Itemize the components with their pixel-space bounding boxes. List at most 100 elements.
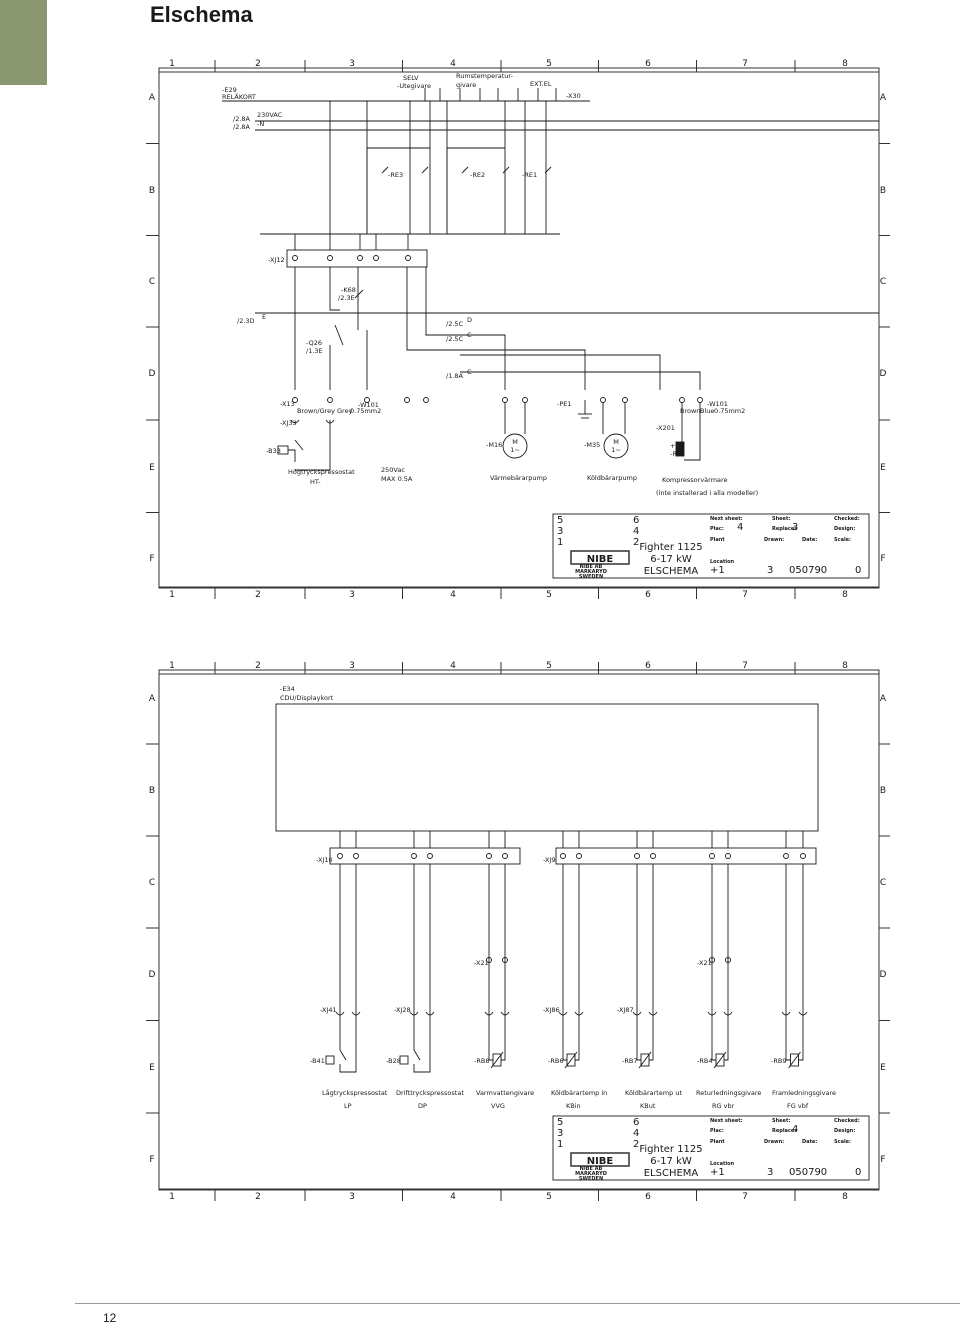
location-label: Location — [710, 559, 734, 565]
column-label: 2 — [255, 59, 261, 69]
schematic-label: SELV — [403, 74, 419, 82]
schematic-label: Köldbärartemp ut — [625, 1089, 682, 1097]
wire — [724, 1050, 729, 1061]
schematic-label: -RE2 — [470, 171, 485, 179]
connector — [781, 1011, 791, 1016]
schematic-label: Varmvattengivare — [476, 1089, 534, 1097]
pressostat-contact — [294, 439, 304, 451]
schematic-label: Brown — [680, 407, 700, 415]
location-value: +1 — [710, 565, 725, 576]
column-label: 3 — [349, 661, 355, 671]
row-label: B — [149, 786, 155, 796]
page-number: 12 — [103, 1311, 117, 1325]
plant-label: Plant — [710, 537, 725, 543]
scale-label: Scale: — [834, 537, 851, 543]
next-sheet-value: 4 — [737, 522, 743, 533]
sheet-number: 3 — [767, 1167, 773, 1178]
product-line: Fighter 1125 — [639, 542, 702, 553]
terminal — [800, 853, 806, 859]
drawn-label: Drawn: — [764, 1139, 784, 1145]
product-line: ELSCHEMA — [644, 1168, 699, 1179]
revision-cell: 1 — [557, 537, 563, 548]
schematic-label: -XJ28 — [394, 1006, 411, 1014]
revision-cell: 2 — [633, 537, 639, 548]
terminal — [292, 255, 298, 261]
schematic-label: C — [467, 368, 472, 376]
connector — [500, 1011, 510, 1016]
connector — [425, 1011, 435, 1016]
connector — [335, 1011, 345, 1016]
temperature-sensor — [566, 1053, 576, 1067]
column-label: 4 — [450, 1192, 456, 1202]
column-label: 6 — [645, 661, 651, 671]
row-label: D — [149, 970, 156, 980]
row-label: C — [880, 277, 886, 287]
column-label: 1 — [169, 1192, 175, 1202]
schematic-label: -B41 — [310, 1057, 325, 1065]
wire — [798, 1050, 804, 1061]
replaces-label: Replaces — [772, 526, 797, 532]
column-label: 2 — [255, 1192, 261, 1202]
schematic-label: -Q26 — [306, 339, 322, 347]
schematic-label: -XJ86 — [543, 1006, 560, 1014]
wire — [339, 1050, 357, 1073]
schematic-label: (inte installerad i alla modeller) — [656, 489, 758, 497]
date-label: Date: — [802, 1139, 817, 1145]
wire — [562, 1050, 567, 1061]
schematic-label: Rumstemperatur- — [456, 72, 514, 80]
product-line: ELSCHEMA — [644, 566, 699, 577]
column-label: 2 — [255, 661, 261, 671]
row-label: E — [880, 463, 886, 473]
heater-r2 — [675, 441, 685, 457]
pressostat-b28 — [399, 1055, 409, 1065]
schematic-label: -X30 — [566, 92, 581, 100]
schematic-label: RG vbr — [712, 1102, 735, 1110]
company-name: SWEDEN — [579, 1176, 603, 1182]
checked-label: Checked: — [834, 1118, 860, 1124]
connector — [707, 1011, 717, 1016]
row-label: C — [880, 878, 886, 888]
connector — [558, 1011, 568, 1016]
schematic-label: -M35 — [584, 441, 600, 449]
row-label: A — [880, 93, 887, 103]
sensor-arrow — [638, 1051, 652, 1069]
column-label: 7 — [742, 59, 748, 69]
temperature-sensor — [715, 1053, 725, 1067]
column-label: 3 — [349, 1192, 355, 1202]
terminal — [709, 853, 715, 859]
schematic-label: -B28 — [386, 1057, 401, 1065]
terminal — [486, 957, 492, 963]
schematic-label: givare — [456, 81, 476, 89]
row-label: C — [149, 277, 155, 287]
column-label: 4 — [450, 59, 456, 69]
wire — [501, 1050, 506, 1061]
row-label: E — [149, 463, 155, 473]
terminal — [679, 397, 685, 403]
connector — [798, 1011, 808, 1016]
terminal-strip-xj12 — [286, 249, 428, 268]
terminal — [725, 853, 731, 859]
column-label: 2 — [255, 590, 261, 600]
row-label: B — [880, 786, 886, 796]
revision-cell: 6 — [633, 515, 639, 526]
terminal — [697, 397, 703, 403]
terminal — [634, 853, 640, 859]
sensor-arrow — [713, 1051, 727, 1069]
schematic-label: Kompressorvärmare — [662, 476, 728, 484]
design-label: Design: — [834, 1128, 855, 1134]
schematic-label: -R2 — [670, 450, 681, 458]
schematic-label: -N — [257, 120, 264, 128]
title-block-frame — [552, 513, 870, 579]
row-label: A — [880, 694, 887, 704]
nibe-logo-icon — [570, 1152, 630, 1167]
location-label: Location — [710, 1161, 734, 1167]
terminal — [650, 853, 656, 859]
terminal — [725, 957, 731, 963]
row-label: E — [880, 1063, 886, 1073]
wire — [406, 267, 586, 390]
terminal — [405, 255, 411, 261]
schematic-label: /1.3E — [306, 347, 323, 355]
terminal — [502, 957, 508, 963]
wire — [636, 1050, 641, 1061]
